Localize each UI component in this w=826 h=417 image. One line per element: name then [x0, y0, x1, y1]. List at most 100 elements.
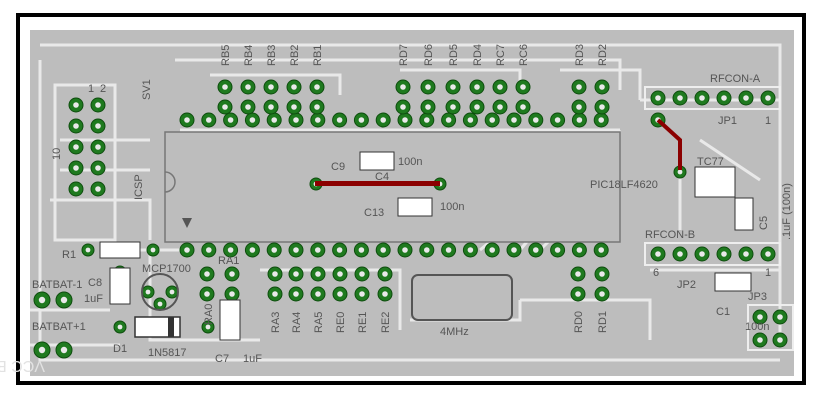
mcp1700-outline	[141, 273, 179, 311]
pad-hole	[474, 104, 480, 110]
c4-label: C4	[375, 171, 389, 183]
pad-hole	[73, 165, 79, 171]
pad-hole	[598, 117, 604, 123]
c9-body	[359, 151, 395, 171]
pad-hole	[400, 104, 406, 110]
pad-hole	[655, 251, 661, 257]
pad-hole	[576, 247, 583, 253]
pad-hole	[293, 117, 299, 123]
tc77-label: TC77	[697, 156, 724, 168]
pad-hole	[599, 104, 605, 110]
pad-hole	[268, 84, 274, 90]
pad-hole	[576, 84, 582, 90]
pad-hole	[291, 104, 297, 110]
pad-hole	[249, 117, 256, 123]
pad-hole	[272, 291, 278, 297]
d1-part: 1N5817	[148, 347, 187, 359]
pad-hole	[576, 104, 582, 110]
pad-hole	[245, 104, 251, 110]
c7-body	[219, 299, 241, 341]
pad-hole	[575, 271, 581, 277]
pin-label-top: RD2	[597, 44, 609, 66]
batbat-plus-label: BATBAT+1	[32, 321, 86, 333]
pad-hole	[359, 291, 365, 297]
pad-hole	[272, 271, 278, 277]
pad-hole	[677, 169, 683, 175]
icsp-label: ICSP	[133, 174, 145, 200]
pad-hole	[314, 84, 320, 90]
jp2-header	[644, 242, 781, 266]
pad-hole	[445, 247, 452, 253]
pad-hole	[489, 247, 496, 253]
jp3-header	[747, 304, 794, 351]
pad-hole	[520, 84, 526, 90]
pad-hole	[245, 84, 251, 90]
c1-body	[714, 272, 752, 292]
pad-hole	[598, 247, 604, 253]
pad-hole	[445, 117, 452, 123]
pin-label-top: RB3	[266, 45, 278, 66]
pad-hole	[184, 117, 190, 123]
jp2-num1: 1	[765, 267, 771, 279]
pad-hole	[511, 117, 517, 123]
jp1-num: 1	[765, 115, 771, 127]
c7-label: C7	[215, 353, 229, 365]
rfcon-b-label: RFCON-B	[645, 229, 695, 241]
pad-hole	[599, 271, 605, 277]
r1-label: R1	[62, 249, 76, 261]
pad-hole	[757, 314, 763, 320]
pad-hole	[205, 324, 211, 330]
pad-hole	[677, 95, 683, 101]
c8-label: C8	[88, 277, 102, 289]
pad-hole	[777, 337, 783, 343]
sv1-num2: 2	[100, 83, 106, 95]
pin-label-top: RD4	[472, 44, 484, 66]
c9-value: 100n	[398, 156, 422, 168]
pad-hole	[777, 314, 783, 320]
pin-label-bottom: RD1	[597, 311, 609, 333]
d1-label: D1	[113, 343, 127, 355]
pad-hole	[204, 291, 210, 297]
mcu-outline	[164, 131, 621, 243]
tc77-body	[694, 166, 736, 198]
pad-hole	[497, 84, 503, 90]
pin-label-bottom: RE1	[357, 312, 369, 333]
pin-label-top: RC6	[518, 44, 530, 66]
pad-hole	[765, 251, 771, 257]
pad-hole	[169, 289, 175, 295]
pad-hole	[271, 247, 278, 253]
pad-hole	[467, 247, 474, 253]
pad-hole	[424, 117, 430, 123]
pin-label-top: RB2	[289, 45, 301, 66]
c13-value: 100n	[440, 201, 464, 213]
pad-hole	[227, 247, 234, 253]
pad-hole	[38, 346, 46, 354]
pin-label-top: RD5	[448, 44, 460, 66]
pad-hole	[145, 289, 151, 295]
pin-label-bottom: RA5	[313, 312, 325, 333]
pad-hole	[699, 251, 705, 257]
pad-hole	[336, 117, 343, 123]
c9-label: C9	[331, 161, 345, 173]
pin-label-bottom: RA3	[270, 312, 282, 333]
jp3-label: JP3	[748, 291, 767, 303]
pad-hole	[489, 117, 496, 123]
pad-hole	[314, 104, 320, 110]
pad-hole	[95, 123, 101, 129]
c8-value: 1uF	[84, 293, 103, 305]
pad-hole	[382, 291, 388, 297]
pad-hole	[721, 251, 727, 257]
pad-hole	[520, 104, 526, 110]
c13-body	[397, 197, 433, 217]
pad-hole	[150, 247, 156, 253]
pad-hole	[222, 84, 228, 90]
c1-label: C1	[716, 306, 730, 318]
batbat-minus-label: BATBAT-1	[32, 279, 82, 291]
pad-hole	[359, 271, 365, 277]
pad-hole	[599, 84, 605, 90]
pad-hole	[358, 117, 365, 123]
pad-hole	[497, 104, 503, 110]
pin-label-top: RB4	[243, 45, 255, 66]
